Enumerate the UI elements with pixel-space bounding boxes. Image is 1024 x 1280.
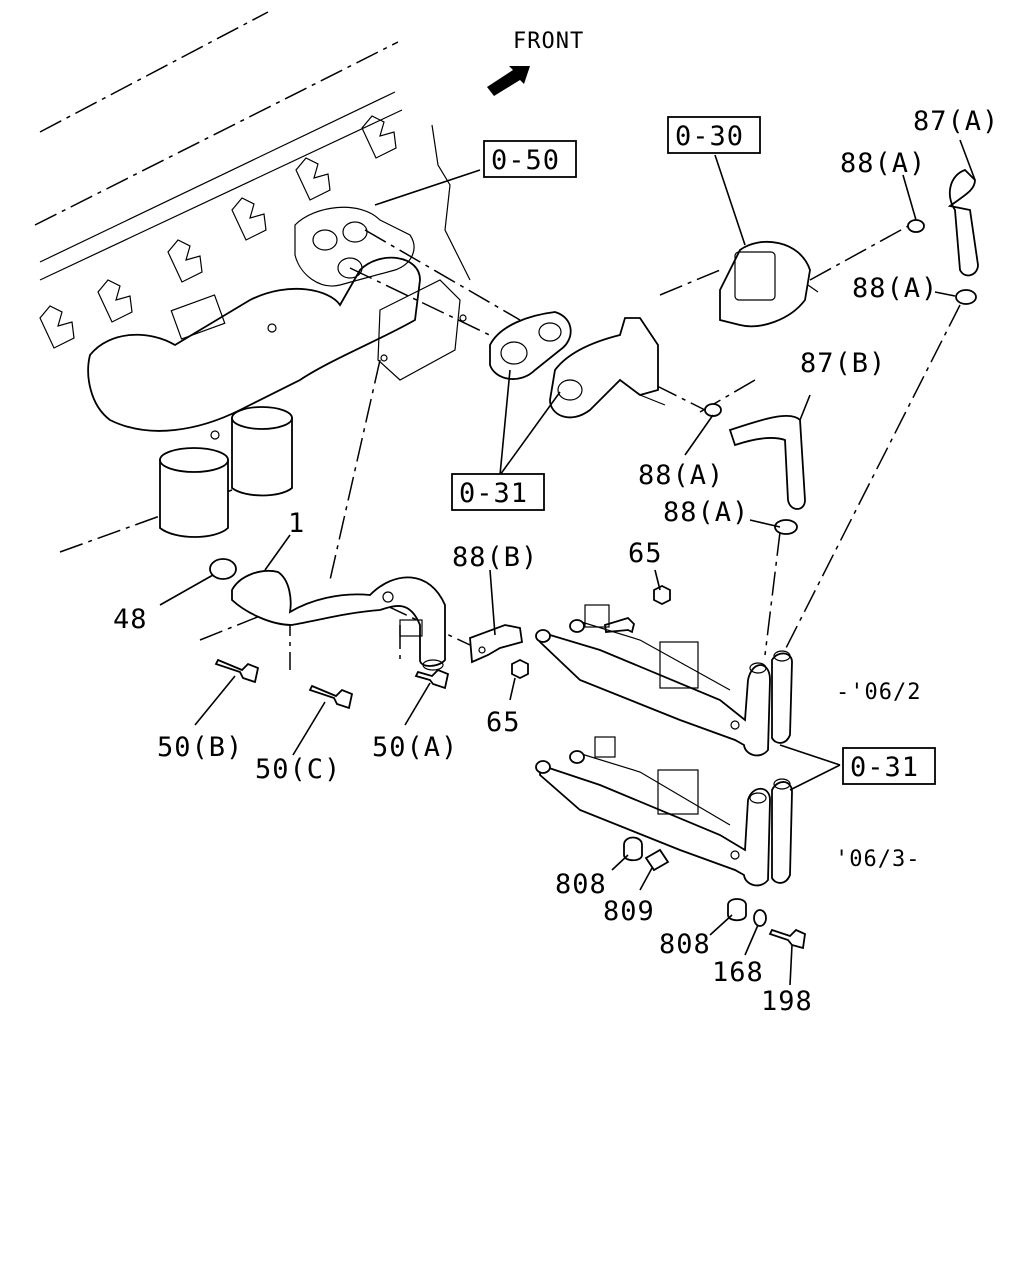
- label-808-right: 808: [659, 929, 711, 960]
- label-48: 48: [113, 604, 148, 635]
- front-label: FRONT: [513, 29, 584, 54]
- ref-box-0-50[interactable]: 0-50: [483, 140, 577, 178]
- label-88a-mid: 88(A): [638, 460, 724, 491]
- svg-text:0-50: 0-50: [491, 145, 560, 176]
- svg-text:0-31: 0-31: [459, 478, 528, 509]
- pipe-1-assembly: [209, 558, 446, 671]
- date-note-upto: -'06/2: [836, 680, 921, 705]
- hose-87b: [704, 403, 806, 535]
- bolts: [214, 616, 806, 950]
- label-50a: 50(A): [372, 732, 458, 763]
- thermostat-housing: [719, 241, 819, 328]
- leader-lines: [159, 139, 976, 986]
- label-168: 168: [712, 957, 764, 988]
- label-65-lower: 65: [486, 707, 521, 738]
- hose-87a: [907, 168, 979, 305]
- label-198: 198: [761, 986, 813, 1017]
- ref-box-0-31-lower[interactable]: 0-31: [842, 747, 936, 785]
- label-50b: 50(B): [157, 732, 243, 763]
- label-88b: 88(B): [452, 542, 538, 573]
- label-809: 809: [603, 896, 655, 927]
- label-88a-top: 88(A): [840, 148, 926, 179]
- water-outlet-parts: [489, 311, 666, 419]
- bracket-88b: [469, 584, 671, 680]
- svg-text:0-31: 0-31: [850, 752, 919, 783]
- small-parts: [623, 836, 767, 927]
- svg-text:0-30: 0-30: [675, 121, 744, 152]
- front-arrow-icon: [487, 66, 530, 96]
- label-88a-lower: 88(A): [663, 497, 749, 528]
- label-87b: 87(B): [800, 348, 886, 379]
- label-808-left: 808: [555, 869, 607, 900]
- label-88a-right: 88(A): [852, 273, 938, 304]
- ref-box-0-30[interactable]: 0-30: [667, 116, 761, 154]
- pipe-assembly-lower: [535, 736, 793, 887]
- label-65-upper: 65: [628, 538, 663, 569]
- date-note-from: '06/3-: [835, 847, 920, 872]
- label-1: 1: [288, 508, 305, 539]
- ref-box-0-31-upper[interactable]: 0-31: [451, 473, 545, 511]
- part-labels: 87(A) 88(A) 88(A) 87(B) 88(A) 88(A) 88(B…: [113, 106, 999, 1017]
- label-50c: 50(C): [255, 754, 341, 785]
- engine-block: [34, 11, 471, 553]
- pipe-assembly-upper: [535, 604, 793, 757]
- label-87a: 87(A): [913, 106, 999, 137]
